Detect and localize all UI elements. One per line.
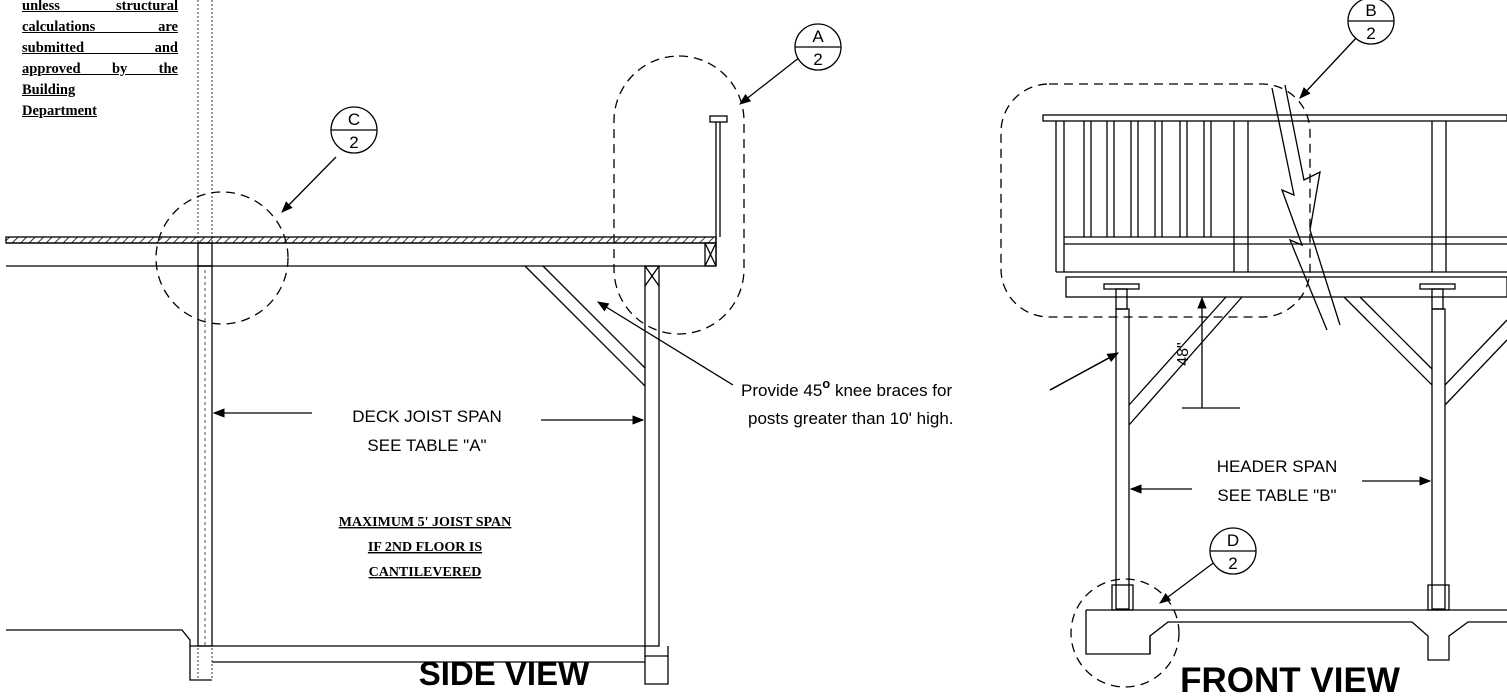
joist-span-label-1: DECK JOIST SPAN <box>352 407 502 426</box>
note-line-4: approved by the <box>22 61 178 77</box>
knee-brace-note-line-2: posts greater than 10' high. <box>748 409 954 428</box>
callout-c-letter: C <box>348 110 360 129</box>
side-view-framing <box>5 0 728 685</box>
callout-b: B 2 <box>1347 0 1395 45</box>
callout-c-sheet: 2 <box>349 133 358 152</box>
detail-circle-d <box>1070 578 1180 688</box>
header-span-label-2: SEE TABLE "B" <box>1217 486 1336 505</box>
detail-box-b <box>1000 83 1311 318</box>
side-view-title: SIDE VIEW <box>419 655 590 692</box>
max-span-label-2: IF 2ND FLOOR IS <box>368 540 482 555</box>
leader-c <box>281 156 337 213</box>
note-line-5: Building <box>22 82 76 98</box>
front-view-title: FRONT VIEW <box>1180 661 1400 696</box>
knee-brace-note-line-1: Provide 45o knee braces for <box>741 376 952 400</box>
callout-c: C 2 <box>330 106 378 154</box>
structural-note: unless structural calculations are submi… <box>22 0 178 122</box>
callout-a-letter: A <box>812 27 824 46</box>
note-line-3: submitted and <box>22 40 178 56</box>
leader-b <box>1299 35 1359 99</box>
header-span-label-1: HEADER SPAN <box>1217 457 1338 476</box>
dimension-48 <box>1182 296 1240 409</box>
dimension-48-label: 48" <box>1175 342 1192 365</box>
note-line-2: calculations are <box>22 19 178 35</box>
joist-span-label-2: SEE TABLE "A" <box>367 436 486 455</box>
callout-a-sheet: 2 <box>813 50 822 69</box>
max-span-label-1: MAXIMUM 5' JOIST SPAN <box>339 515 512 530</box>
callout-b-letter: B <box>1365 1 1376 20</box>
max-span-label-3: CANTILEVERED <box>369 565 482 580</box>
leader-a <box>739 56 801 105</box>
detail-oval-a <box>613 55 745 335</box>
note-line-1: unless structural <box>22 0 178 14</box>
knee-brace-leader <box>597 301 734 386</box>
leader-d <box>1159 560 1217 604</box>
detail-circle-c <box>155 191 289 325</box>
front-view-framing <box>1042 84 1507 661</box>
callout-d-sheet: 2 <box>1228 554 1237 573</box>
note-line-6: Department <box>22 103 97 119</box>
callout-d-letter: D <box>1227 531 1239 550</box>
callout-d: D 2 <box>1209 527 1257 575</box>
callout-a: A 2 <box>794 23 842 71</box>
callout-b-sheet: 2 <box>1366 24 1375 43</box>
